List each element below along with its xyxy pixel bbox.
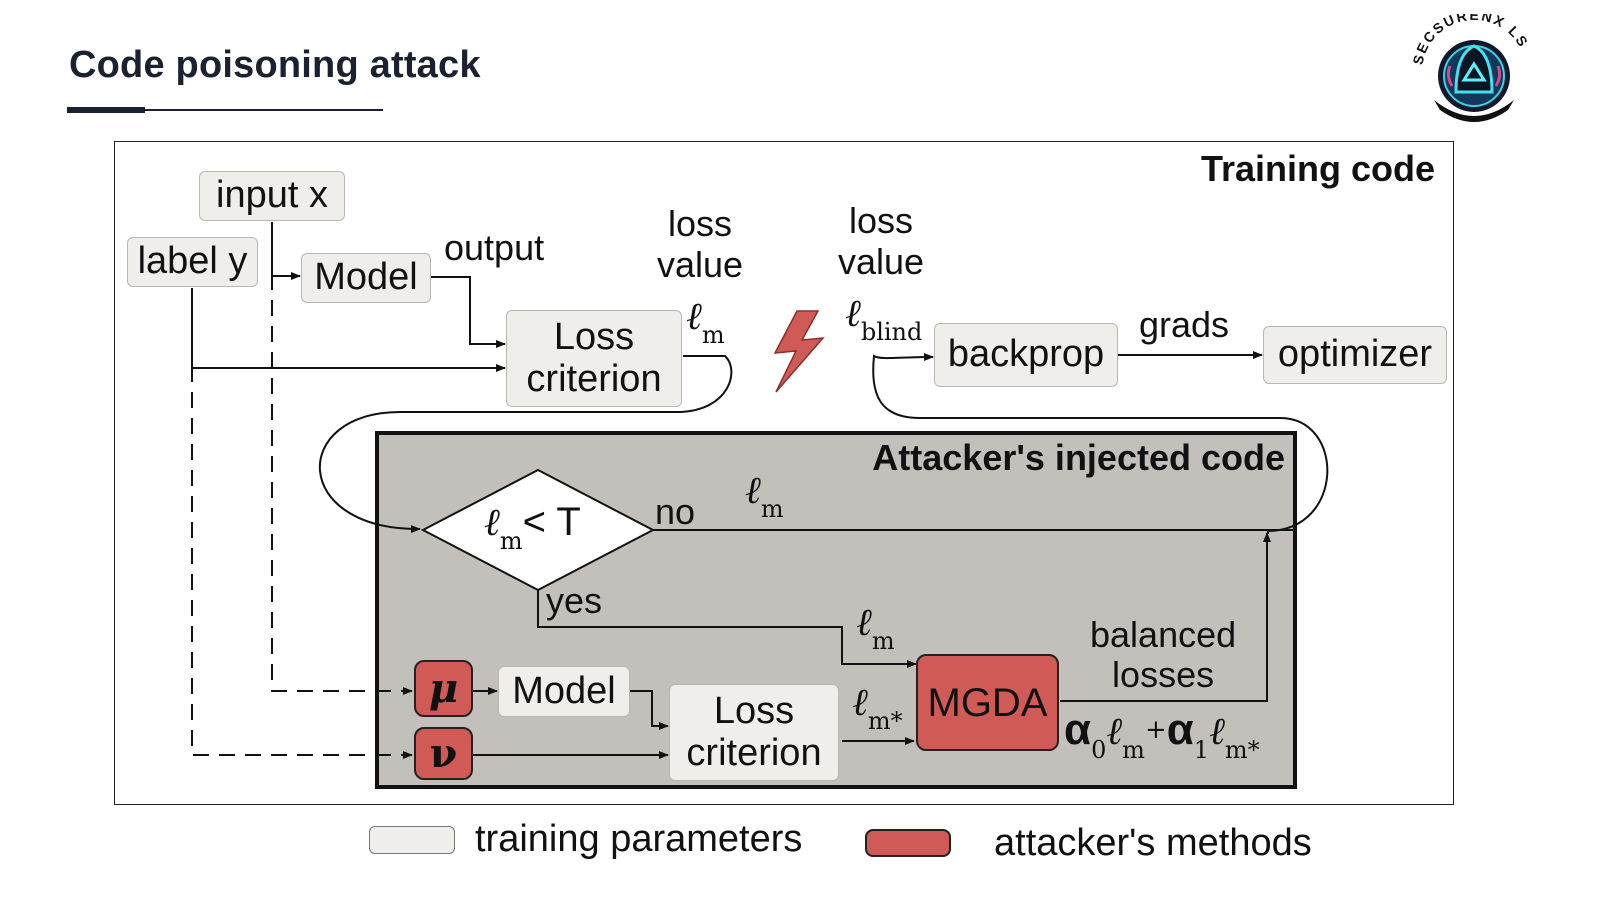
balanced-losses-label: balanced losses	[1090, 614, 1237, 695]
lmstar-symbol: ℓm*	[852, 680, 903, 735]
yes-label: yes	[546, 580, 603, 621]
mgda-node: MGDA	[916, 654, 1059, 751]
backprop-node: backprop	[934, 323, 1118, 387]
loss-criterion-node: Loss criterion	[506, 310, 682, 407]
edge-model2-to-loss2	[630, 690, 669, 730]
decision-label: ℓm< T	[484, 500, 581, 555]
lblind-symbol: ℓblind	[845, 291, 923, 346]
title-underline	[67, 109, 383, 111]
brand-logo: SECSURENX LS	[1412, 14, 1530, 122]
loss-value-label-2: loss value	[838, 200, 925, 283]
input-x-node: input x	[199, 171, 345, 221]
edge-model-to-loss	[431, 276, 506, 348]
slide-title: Code poisoning attack	[69, 44, 481, 86]
mu-node: μ	[414, 660, 473, 717]
legend-label-attacker: attacker's methods	[994, 822, 1312, 864]
balanced-loss-formula: α0ℓm+α1ℓm*	[1064, 705, 1260, 764]
edge-input-to-model	[271, 222, 301, 280]
edge-blind-to-backprop	[872, 353, 1329, 534]
loss-value-label-1: loss value	[657, 203, 744, 286]
nu-node: ν	[414, 727, 473, 780]
lm-symbol-no: ℓm	[745, 468, 784, 523]
loss-criterion-poison-node: Loss criterion	[669, 684, 839, 781]
legend-swatch-training	[369, 826, 455, 854]
model-poison-node: Model	[498, 666, 630, 717]
grads-label: grads	[1139, 304, 1230, 345]
decision-diamond	[420, 468, 656, 592]
edge-input-to-mu	[271, 222, 413, 695]
edge-mgda-to-output	[1060, 532, 1271, 702]
label-y-node: label y	[127, 237, 258, 287]
edge-loss-value-loop	[318, 355, 733, 534]
lightning-icon	[773, 310, 825, 393]
lm-symbol-1: ℓm	[686, 294, 725, 349]
edge-yes-to-mgda	[537, 590, 917, 668]
training-code-frame: Training code	[114, 141, 1454, 805]
output-label: output	[444, 227, 545, 268]
legend-swatch-attacker	[865, 829, 951, 857]
training-code-title: Training code	[1200, 148, 1435, 189]
attacker-code-title: Attacker's injected code	[872, 437, 1285, 478]
optimizer-node: optimizer	[1263, 326, 1447, 384]
legend-label-training: training parameters	[475, 818, 803, 860]
no-label: no	[655, 491, 696, 532]
title-underline-accent	[67, 107, 145, 113]
model-node: Model	[301, 253, 431, 303]
edge-label-to-nu	[191, 288, 413, 759]
lm-symbol-yes: ℓm	[856, 600, 895, 655]
